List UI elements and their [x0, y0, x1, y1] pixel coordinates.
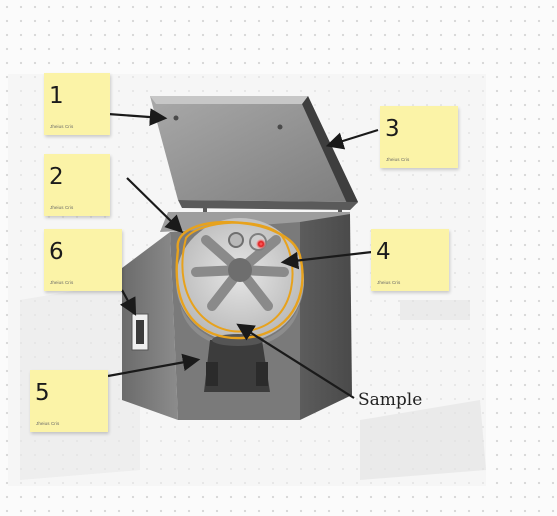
arrow-2: [126, 177, 184, 234]
note-author: Jheius Cris: [50, 280, 74, 285]
note-author: Jheius Cris: [386, 157, 410, 162]
sticky-note-2[interactable]: 2 Jheius Cris: [44, 154, 110, 216]
centrifuge-lid: [150, 96, 358, 216]
arrow-sample: [236, 323, 355, 399]
note-number: 2: [49, 164, 64, 190]
note-number: 3: [385, 116, 400, 142]
annotation-circle-1: [175, 220, 304, 340]
note-author: Jheius Cris: [50, 124, 74, 129]
sticky-note-5[interactable]: 5 Jheius Cris: [30, 370, 108, 432]
arrow-6: [119, 289, 137, 316]
note-author: Jheius Cris: [36, 421, 60, 426]
note-number: 6: [49, 239, 64, 265]
note-number: 5: [35, 380, 50, 406]
centrifuge-body: [122, 212, 352, 420]
note-author: Jheius Cris: [377, 280, 401, 285]
arrow-4: [280, 250, 373, 270]
arrow-3: [325, 128, 379, 150]
note-number: 4: [376, 239, 391, 265]
arrow-5: [107, 353, 201, 378]
sample-label: Sample: [358, 390, 423, 410]
arrow-1: [107, 108, 168, 126]
note-author: Jheius Cris: [50, 205, 74, 210]
sticky-note-1[interactable]: 1 Jheius Cris: [44, 73, 110, 135]
sticky-note-4[interactable]: 4 Jheius Cris: [371, 229, 449, 291]
sticky-note-3[interactable]: 3 Jheius Cris: [380, 106, 458, 168]
annotation-circle-2: [181, 221, 294, 333]
sticky-note-6[interactable]: 6 Jheius Cris: [44, 229, 122, 291]
note-number: 1: [49, 83, 64, 109]
